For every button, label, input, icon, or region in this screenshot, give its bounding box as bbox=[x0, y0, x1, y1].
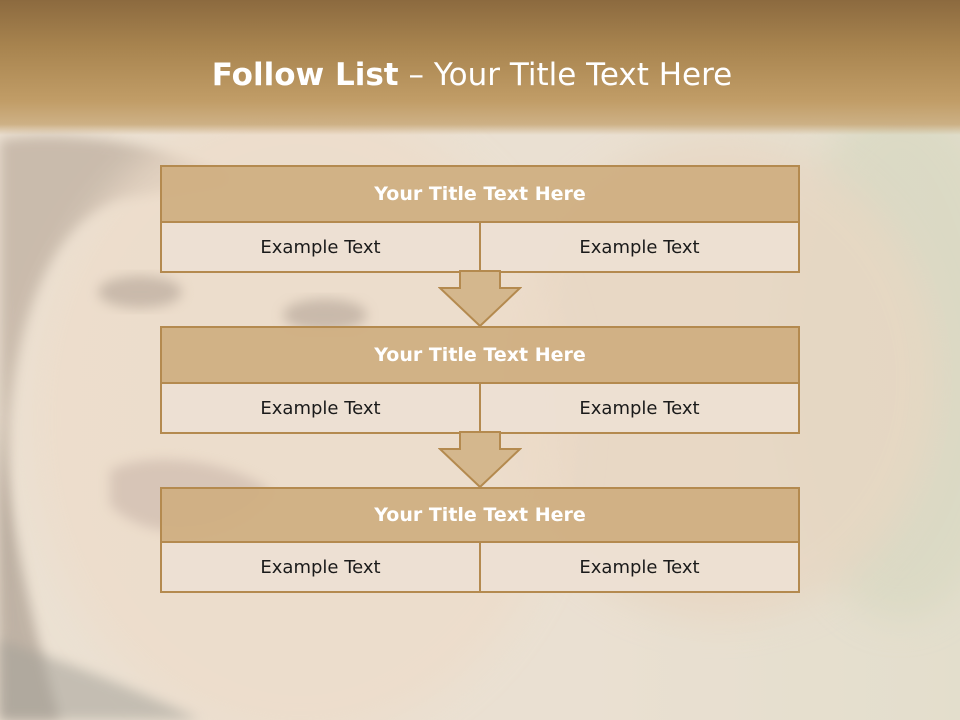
step-cell-left: Example Text bbox=[260, 397, 381, 419]
step-cell-right: Example Text bbox=[479, 543, 798, 591]
step-box-2: Your Title Text Here Example Text Exampl… bbox=[160, 326, 800, 434]
step-cell-left: Example Text bbox=[260, 556, 381, 578]
step-heading: Your Title Text Here bbox=[162, 489, 798, 543]
step-cell-right: Example Text bbox=[479, 223, 798, 271]
step-heading: Your Title Text Here bbox=[162, 167, 798, 223]
step-row: Example Text Example Text bbox=[162, 384, 798, 432]
header-band bbox=[0, 0, 960, 135]
page-title: Follow List – Your Title Text Here bbox=[0, 52, 944, 98]
step-row: Example Text Example Text bbox=[162, 223, 798, 271]
step-box-3: Your Title Text Here Example Text Exampl… bbox=[160, 487, 800, 593]
title-subtitle: – Your Title Text Here bbox=[408, 57, 733, 93]
down-arrow-icon bbox=[438, 270, 522, 328]
step-heading: Your Title Text Here bbox=[162, 328, 798, 384]
step-row: Example Text Example Text bbox=[162, 543, 798, 591]
title-bold: Follow List bbox=[211, 57, 399, 93]
step-cell-left: Example Text bbox=[260, 236, 381, 258]
step-cell-right: Example Text bbox=[479, 384, 798, 432]
step-box-1: Your Title Text Here Example Text Exampl… bbox=[160, 165, 800, 273]
down-arrow-icon bbox=[438, 431, 522, 489]
